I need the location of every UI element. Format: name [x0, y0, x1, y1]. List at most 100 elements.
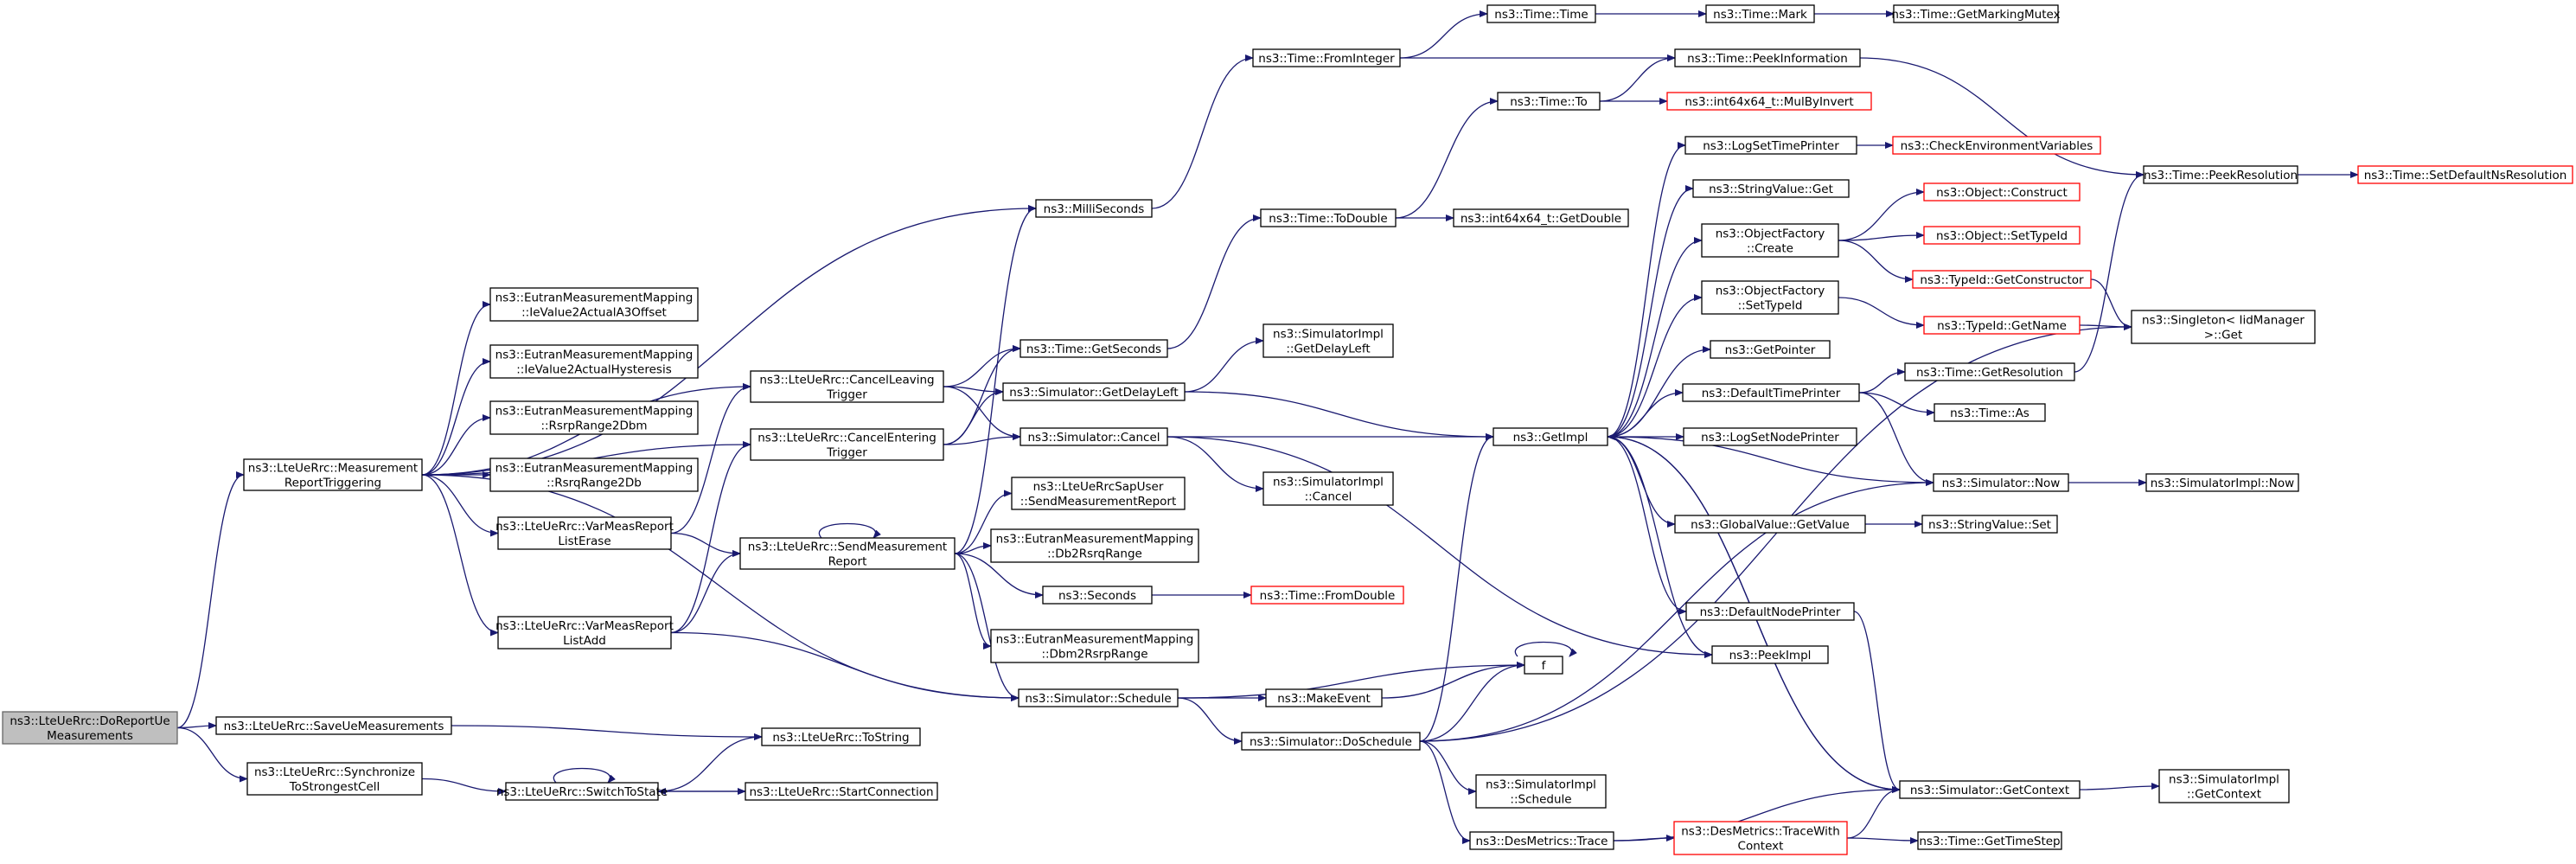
- node-mrt[interactable]: ns3::LteUeRrc::MeasurementReportTriggeri…: [243, 458, 423, 491]
- node-objsettypeid[interactable]: ns3::Object::SetTypeId: [1923, 226, 2081, 245]
- node-simgetdelay[interactable]: ns3::Simulator::GetDelayLeft: [1002, 382, 1186, 401]
- node-label: ns3::LteUeRrc::SwitchToState: [496, 785, 668, 799]
- node-typeidgetname[interactable]: ns3::TypeId::GetName: [1923, 316, 2081, 335]
- node-label: ns3::DefaultNodePrinter: [1700, 605, 1841, 619]
- node-defnodeprinter[interactable]: ns3::DefaultNodePrinter: [1685, 602, 1855, 621]
- node-globalget[interactable]: ns3::GlobalValue::GetValue: [1674, 515, 1866, 534]
- node-startconn[interactable]: ns3::LteUeRrc::StartConnection: [745, 782, 938, 801]
- node-sendmr[interactable]: ns3::LteUeRrc::SendMeasurementReport: [739, 537, 956, 570]
- node-objconstruct[interactable]: ns3::Object::Construct: [1923, 182, 2081, 202]
- node-fromdouble[interactable]: ns3::Time::FromDouble: [1250, 586, 1404, 605]
- node-logsettime[interactable]: ns3::LogSetTimePrinter: [1684, 136, 1857, 155]
- node-box: [1262, 471, 1394, 506]
- node-deftimeprinter[interactable]: ns3::DefaultTimePrinter: [1682, 383, 1860, 402]
- node-destrace[interactable]: ns3::DesMetrics::Trace: [1469, 831, 1614, 850]
- node-objfactsettype[interactable]: ns3::ObjectFactory::SetTypeId: [1701, 280, 1839, 315]
- node-timetime[interactable]: ns3::Time::Time: [1486, 4, 1596, 23]
- node-timeto[interactable]: ns3::Time::To: [1497, 92, 1601, 111]
- node-label: f: [1542, 659, 1547, 673]
- node-peekimpl[interactable]: ns3::PeekImpl: [1711, 645, 1829, 664]
- node-stringset[interactable]: ns3::StringValue::Set: [1921, 515, 2058, 534]
- node-timetodouble[interactable]: ns3::Time::ToDouble: [1260, 208, 1397, 227]
- node-label: ns3::TypeId::GetConstructor: [1920, 273, 2084, 287]
- node-label: ns3::DesMetrics::Trace: [1476, 835, 1608, 848]
- edge-getimpl-to-logsettime: [1607, 142, 1686, 438]
- node-timepeekinfo[interactable]: ns3::Time::PeekInformation: [1674, 48, 1861, 67]
- node-simimplgetdelay[interactable]: ns3::SimulatorImpl::GetDelayLeft: [1262, 323, 1394, 358]
- edge-simschedule-to-doschedule: [1177, 697, 1243, 745]
- node-save[interactable]: ns3::LteUeRrc::SaveUeMeasurements: [215, 716, 452, 735]
- node-checkenv[interactable]: ns3::CheckEnvironmentVariables: [1892, 136, 2101, 155]
- node-logsetnode[interactable]: ns3::LogSetNodePrinter: [1683, 427, 1857, 446]
- node-simnow[interactable]: ns3::Simulator::Now: [1933, 473, 2069, 492]
- node-timepeekres[interactable]: ns3::Time::PeekResolution: [2143, 165, 2298, 184]
- edge-objfactcreate-to-typeidgetcons: [1838, 240, 1914, 283]
- node-makeevent[interactable]: ns3::MakeEvent: [1265, 688, 1383, 707]
- node-timeas[interactable]: ns3::Time::As: [1934, 403, 2046, 422]
- node-label: ::Cancel: [1305, 490, 1352, 504]
- node-emdb2[interactable]: ns3::EutranMeasurementMapping::Db2RsrqRa…: [990, 528, 1199, 563]
- edge-switchstate-to-tostring: [657, 733, 763, 792]
- node-timemark[interactable]: ns3::Time::Mark: [1705, 4, 1815, 23]
- node-emhys[interactable]: ns3::EutranMeasurementMapping::IeValue2A…: [489, 344, 699, 379]
- node-box: [1705, 4, 1815, 23]
- node-objfactcreate[interactable]: ns3::ObjectFactory::Create: [1701, 223, 1839, 258]
- node-switchstate[interactable]: ns3::LteUeRrc::SwitchToState: [496, 782, 668, 801]
- edge-timetodouble-to-timeto: [1395, 98, 1499, 219]
- edge-doschedule-to-simnow: [1419, 479, 1934, 742]
- node-timefromint[interactable]: ns3::Time::FromInteger: [1252, 48, 1401, 67]
- node-box: [1684, 136, 1857, 155]
- node-f[interactable]: f: [1524, 656, 1563, 675]
- node-stringvalueget[interactable]: ns3::StringValue::Get: [1692, 179, 1850, 198]
- node-ema3[interactable]: ns3::EutranMeasurementMapping::IeValue2A…: [489, 287, 699, 322]
- node-getpointer[interactable]: ns3::GetPointer: [1710, 340, 1831, 359]
- edge-simcancel-to-peekimpl: [1167, 436, 1713, 658]
- node-timegetstep[interactable]: ns3::Time::GetTimeStep: [1917, 831, 2062, 850]
- node-label: ns3::EutranMeasurementMapping: [495, 291, 694, 305]
- node-singletonget[interactable]: ns3::Singleton< IidManager >::Get: [2131, 310, 2316, 344]
- node-timegetres[interactable]: ns3::Time::GetResolution: [1904, 362, 2075, 381]
- node-sapsend[interactable]: ns3::LteUeRrcSapUser::SendMeasurementRep…: [1011, 477, 1186, 510]
- node-box: [1262, 323, 1394, 358]
- node-simimplsched[interactable]: ns3::SimulatorImpl::Schedule: [1475, 774, 1607, 809]
- node-milli[interactable]: ns3::MilliSeconds: [1035, 199, 1153, 218]
- node-tostring[interactable]: ns3::LteUeRrc::ToString: [761, 727, 921, 746]
- node-getdouble[interactable]: ns3::int64x64_t::GetDouble: [1453, 208, 1629, 227]
- node-label: ns3::Object::SetTypeId: [1936, 229, 2068, 243]
- node-box: [1469, 831, 1614, 850]
- node-label: ns3::EutranMeasurementMapping: [495, 462, 694, 476]
- node-sync[interactable]: ns3::LteUeRrc::SynchronizeToStrongestCel…: [246, 762, 423, 796]
- node-box: [1917, 831, 2062, 850]
- node-doschedule[interactable]: ns3::Simulator::DoSchedule: [1241, 732, 1421, 751]
- node-box: [1486, 4, 1596, 23]
- node-simgetcontext[interactable]: ns3::Simulator::GetContext: [1899, 780, 2081, 799]
- node-setdefaultns[interactable]: ns3::Time::SetDefaultNsResolution: [2357, 165, 2573, 184]
- node-simschedule[interactable]: ns3::Simulator::Schedule: [1018, 688, 1179, 707]
- node-typeidgetcons[interactable]: ns3::TypeId::GetConstructor: [1912, 270, 2092, 289]
- node-emdbm2[interactable]: ns3::EutranMeasurementMapping::Dbm2RsrpR…: [990, 629, 1199, 663]
- edge-doschedule-to-destrace: [1419, 740, 1471, 844]
- node-label: ns3::LteUeRrcSapUser: [1033, 480, 1164, 494]
- node-label: ::Db2RsrqRange: [1047, 547, 1142, 561]
- node-simimplcancel[interactable]: ns3::SimulatorImpl::Cancel: [1262, 471, 1394, 506]
- node-simimplgetcontext[interactable]: ns3::SimulatorImpl::GetContext: [2158, 769, 2290, 803]
- node-mulbyinvert[interactable]: ns3::int64x64_t::MulByInvert: [1666, 92, 1872, 111]
- node-simimplnow[interactable]: ns3::SimulatorImpl::Now: [2145, 473, 2299, 492]
- node-getimpl[interactable]: ns3::GetImpl: [1493, 427, 1608, 446]
- node-emrsrp[interactable]: ns3::EutranMeasurementMapping::RsrpRange…: [489, 400, 699, 435]
- node-seconds[interactable]: ns3::Seconds: [1042, 586, 1153, 605]
- node-timegetmarking[interactable]: ns3::Time::GetMarkingMutex: [1891, 4, 2061, 23]
- node-box: [1252, 48, 1401, 67]
- node-label: ns3::LteUeRrc::DoReportUe: [10, 714, 169, 728]
- node-timegetsec[interactable]: ns3::Time::GetSeconds: [1020, 339, 1168, 358]
- edge-simnow-to-getimpl: [1607, 433, 1934, 483]
- node-emrsrq[interactable]: ns3::EutranMeasurementMapping::RsrqRange…: [489, 458, 699, 492]
- node-simcancel[interactable]: ns3::Simulator::Cancel: [1020, 427, 1168, 446]
- edge-sendmr-to-sapsend: [954, 490, 1013, 554]
